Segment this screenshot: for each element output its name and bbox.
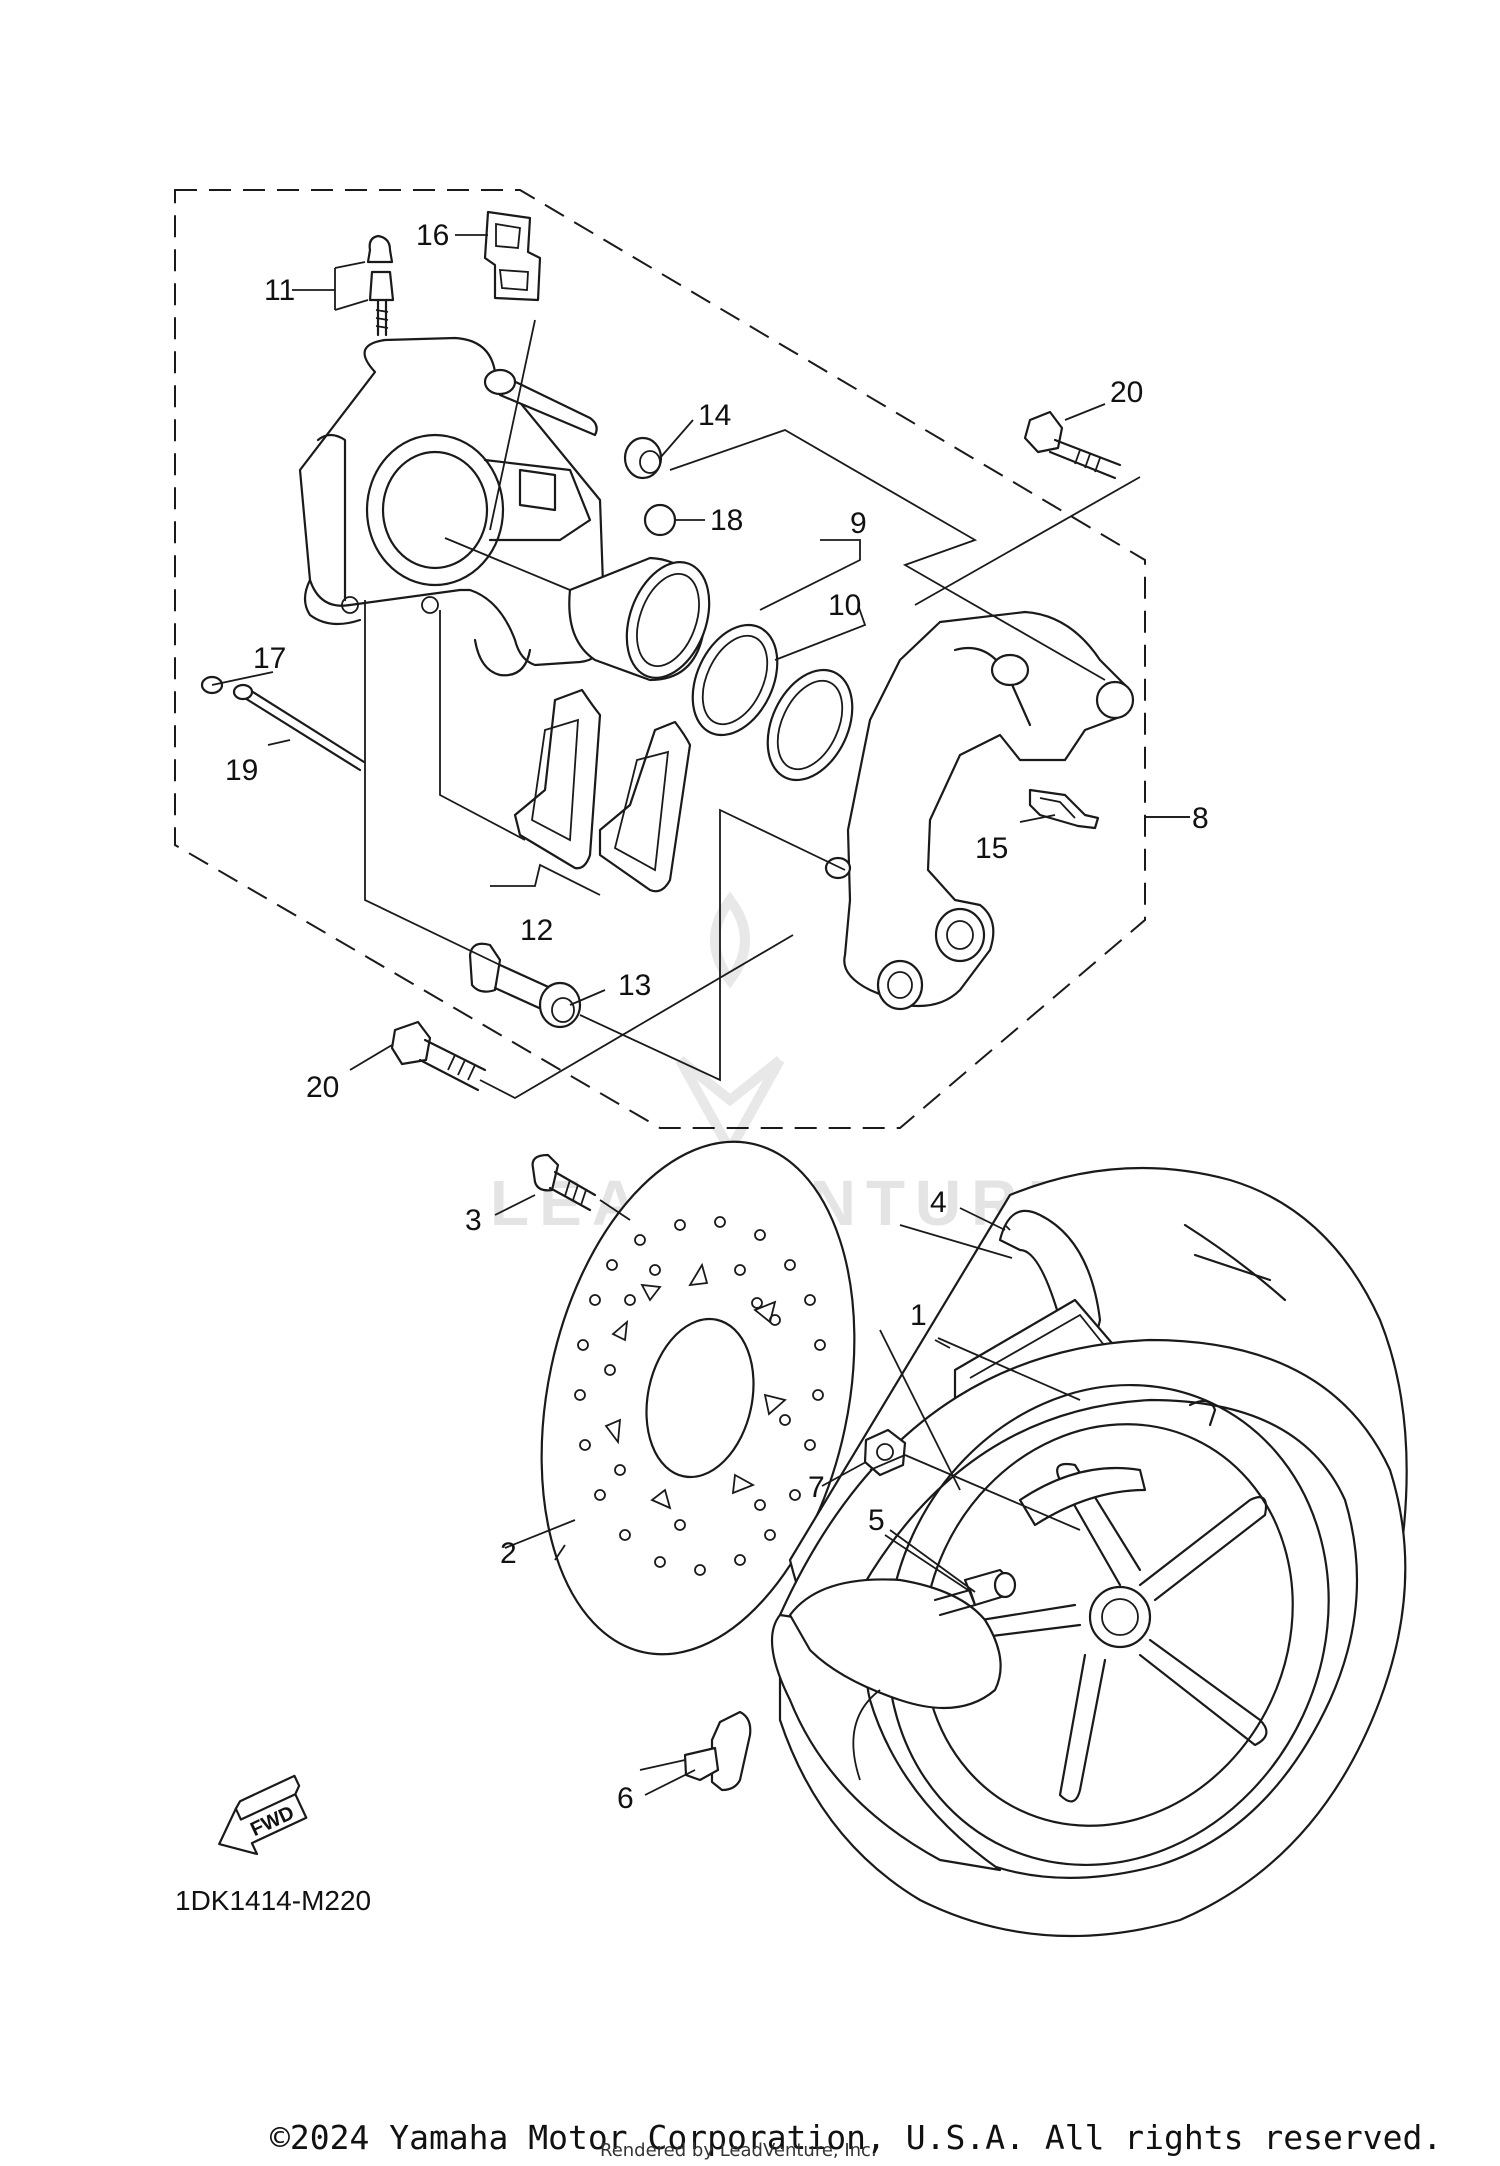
bracket-bolt-upper <box>1023 410 1122 480</box>
callout-19: 19 <box>225 754 258 787</box>
callout-18: 18 <box>710 504 743 537</box>
slide-pin <box>468 942 582 1029</box>
axle-nut <box>863 1428 907 1477</box>
alignment-lines <box>364 319 1141 1100</box>
pad-spring <box>483 210 542 302</box>
piston-seals <box>691 623 854 782</box>
watermark-logo <box>675 891 785 1161</box>
callout-16: 16 <box>416 219 449 252</box>
callout-20-lower: 20 <box>306 1071 339 1104</box>
callout-17: 17 <box>253 642 286 675</box>
brake-pads <box>513 688 692 893</box>
caliper-bracket <box>824 610 1135 1011</box>
pad-support <box>1028 788 1100 830</box>
bleeder-screw <box>366 234 395 337</box>
callout-10: 10 <box>828 589 861 622</box>
wheel-and-tire <box>770 1166 1408 1938</box>
leader-lines <box>554 1199 1081 1771</box>
callout-5: 5 <box>868 1504 885 1537</box>
boot-14 <box>623 436 663 480</box>
brake-disc <box>540 1140 856 1656</box>
callout-7: 7 <box>808 1471 825 1504</box>
callout-1: 1 <box>910 1299 927 1332</box>
disc-bolt <box>531 1153 597 1212</box>
callout-15: 15 <box>975 832 1008 865</box>
callout-4: 4 <box>930 1186 947 1219</box>
callout-leaders <box>211 234 1190 1796</box>
callout-9: 9 <box>850 507 867 540</box>
clip <box>683 1710 752 1792</box>
rendered-by-notice: Rendered by LeadVenture, Inc. <box>600 2140 877 2161</box>
diagram-code: 1DK1414-M220 <box>175 1885 371 1916</box>
callout-14: 14 <box>698 399 731 432</box>
callout-11: 11 <box>264 274 295 307</box>
copyright-notice: ©2024 Yamaha Motor Corporation, U.S.A. A… <box>270 2118 1443 2157</box>
boot-18 <box>643 503 677 537</box>
callout-3: 3 <box>465 1204 482 1237</box>
caliper-body <box>298 336 607 677</box>
caliper-assembly-boundary <box>174 189 1146 1129</box>
forward-arrow-icon: FWD <box>218 1774 308 1856</box>
callout-2: 2 <box>500 1537 517 1570</box>
callout-12: 12 <box>520 914 553 947</box>
callout-6: 6 <box>617 1782 634 1815</box>
bracket-bolt-lower <box>390 1020 487 1092</box>
callout-8: 8 <box>1192 802 1209 835</box>
callout-20-upper: 20 <box>1110 376 1143 409</box>
piston <box>568 556 711 682</box>
valve-stem <box>933 1568 1017 1617</box>
callout-13: 13 <box>618 969 651 1002</box>
